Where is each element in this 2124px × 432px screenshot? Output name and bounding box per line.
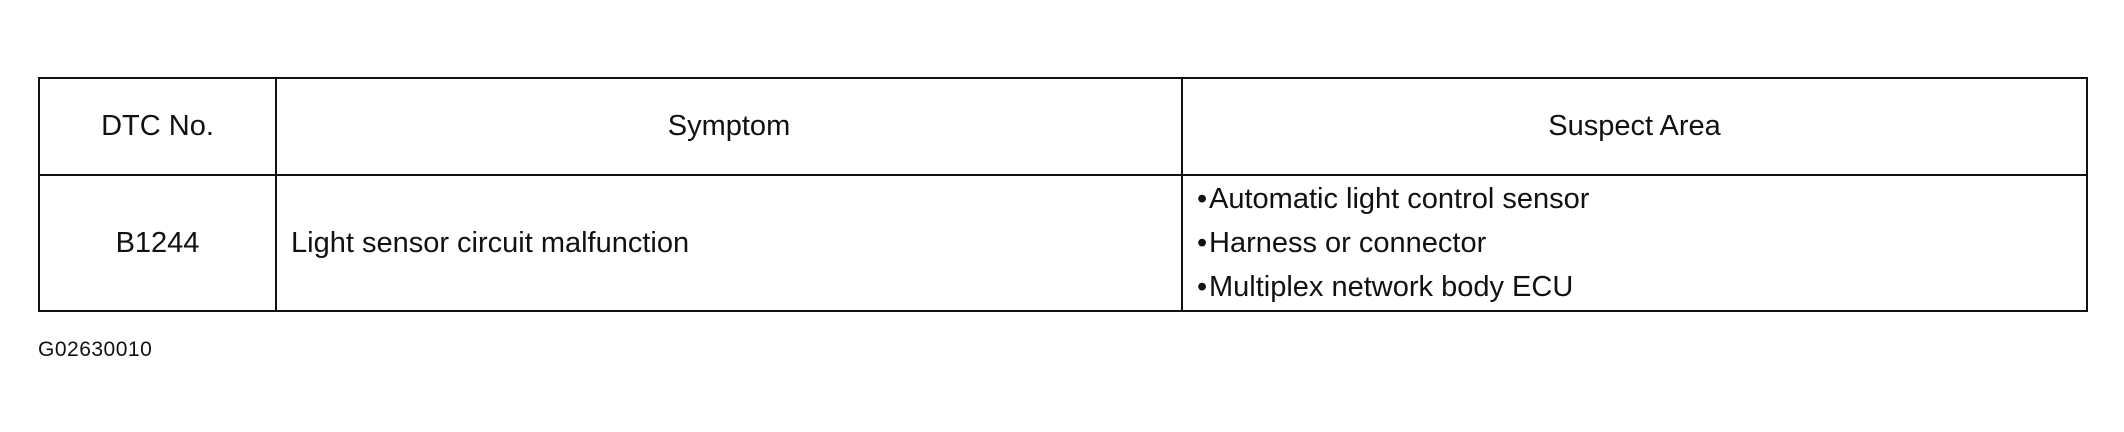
dtc-table: DTC No. Symptom Suspect Area B1244 Light… [38, 77, 2088, 312]
dtc-code-cell: B1244 [38, 174, 277, 312]
suspect-area-text: Multiplex network body ECU [1209, 271, 1574, 303]
table-header: DTC No. Symptom Suspect Area [38, 77, 2088, 176]
list-item: •Harness or connector [1197, 221, 2086, 265]
suspect-area-list: •Automatic light control sensor •Harness… [1197, 177, 2086, 309]
bullet-icon: • [1197, 271, 1208, 303]
table-row: B1244 Light sensor circuit malfunction •… [38, 174, 2088, 312]
header-row: DTC No. Symptom Suspect Area [38, 77, 2088, 176]
header-dtc: DTC No. [38, 77, 277, 176]
bullet-icon: • [1197, 227, 1208, 259]
bullet-icon: • [1197, 183, 1208, 215]
list-item: •Multiplex network body ECU [1197, 265, 2086, 309]
table-body: B1244 Light sensor circuit malfunction •… [38, 174, 2088, 312]
symptom-cell: Light sensor circuit malfunction [275, 174, 1183, 312]
suspect-area-cell: •Automatic light control sensor •Harness… [1181, 174, 2088, 312]
header-suspect-area: Suspect Area [1181, 77, 2088, 176]
suspect-area-text: Automatic light control sensor [1209, 183, 1590, 215]
list-item: •Automatic light control sensor [1197, 177, 2086, 221]
suspect-area-text: Harness or connector [1209, 227, 1487, 259]
figure-id: G02630010 [38, 338, 153, 361]
header-symptom: Symptom [275, 77, 1183, 176]
